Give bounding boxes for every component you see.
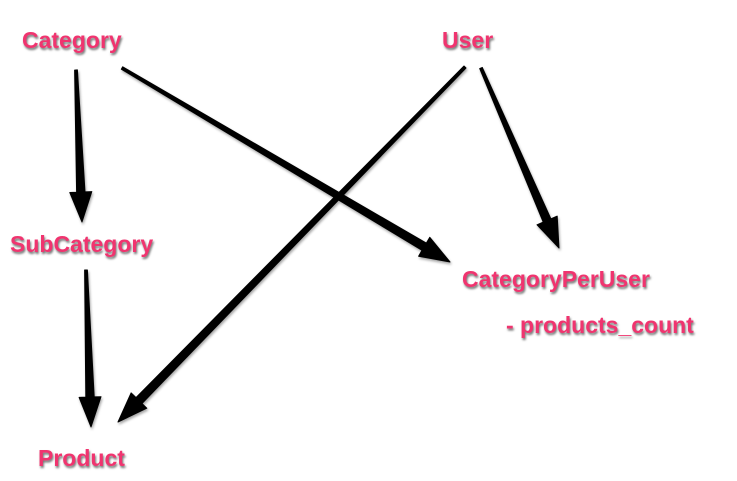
arrow-category-to-categoryperuser (120, 66, 451, 263)
arrow-user-to-product (117, 65, 467, 423)
arrow-user-to-categoryperuser (479, 66, 560, 249)
user-node-label: User (442, 27, 494, 53)
category-per-user-node-label: CategoryPerUser (462, 266, 650, 292)
products-count-field-label: - products_count (506, 312, 694, 338)
arrow-category-to-subcategory (69, 69, 93, 223)
category-node-label: Category (22, 27, 122, 53)
product-node-label: Product (38, 445, 125, 471)
arrow-subcategory-to-product (78, 269, 102, 428)
subcategory-node-label: SubCategory (10, 231, 154, 257)
